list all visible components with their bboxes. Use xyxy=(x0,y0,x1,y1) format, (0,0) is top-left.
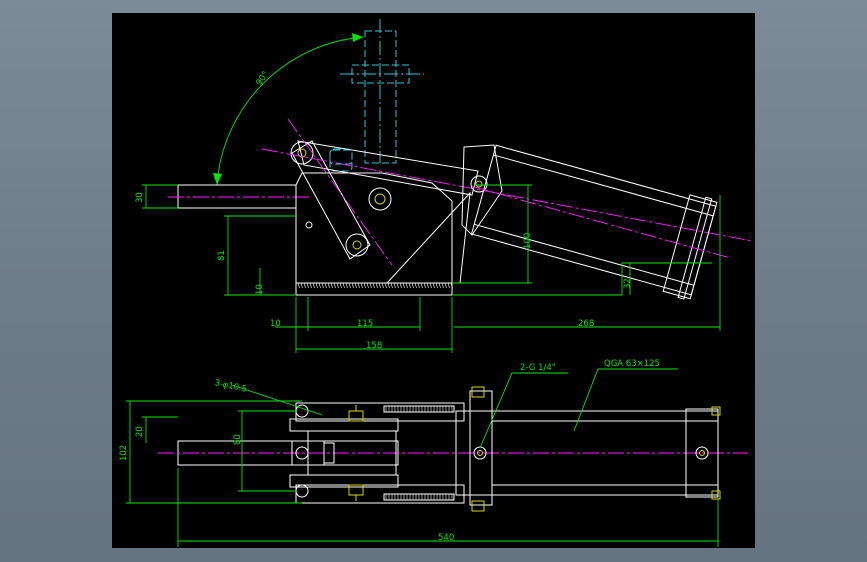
dim-10-horizontal: 10 xyxy=(270,319,281,329)
swing-arc xyxy=(216,36,364,186)
handle-bar xyxy=(177,184,297,209)
link-centerline xyxy=(287,118,393,266)
mount-hole-center xyxy=(295,446,309,460)
top-view-annotations: 3-φ10.5 2-G 1/4" QGA 63×125 102 20 80 54… xyxy=(119,359,719,547)
main-pivot-pin xyxy=(374,193,386,205)
top-plate-lower xyxy=(295,484,465,504)
dim-540: 540 xyxy=(438,533,454,543)
tie-rod-upper xyxy=(711,406,721,416)
slot-hidden xyxy=(329,149,353,165)
raised-arm-outline xyxy=(364,30,397,164)
arc-arrow-top xyxy=(352,33,363,42)
body-hole xyxy=(305,221,313,229)
cylinder-centerline xyxy=(472,185,728,258)
cylinder-port-rear-center xyxy=(699,450,705,456)
callout-holes: 3-φ10.5 xyxy=(213,378,247,395)
cylinder-mount-plate xyxy=(469,390,493,506)
dim-30: 30 xyxy=(135,192,145,203)
dim-115: 115 xyxy=(357,319,373,329)
top-link-pin xyxy=(323,442,335,464)
link-arm xyxy=(291,140,371,260)
side-view: 90° xyxy=(168,19,753,300)
side-view-dimensions: 30 81 10 100 32 10 115 268 158 xyxy=(135,184,721,353)
dim-10-vertical: 10 xyxy=(255,284,265,295)
arc-arrow-bottom xyxy=(213,173,222,185)
clevis-pin-center xyxy=(475,180,483,188)
lower-pivot xyxy=(345,233,369,257)
mount-bolt-upper xyxy=(471,386,485,398)
dim-81: 81 xyxy=(217,250,227,261)
angle-label: 90° xyxy=(254,70,271,88)
tie-rod-lower xyxy=(711,490,721,500)
callout-port: 2-G 1/4" xyxy=(520,363,556,373)
air-cylinder xyxy=(470,144,728,300)
lever-centerline xyxy=(261,148,753,242)
dim-268: 268 xyxy=(578,319,594,329)
lower-pivot-pin xyxy=(352,240,362,250)
base-serration xyxy=(297,282,453,289)
upper-pivot xyxy=(290,141,314,165)
upper-lever xyxy=(297,140,479,196)
cylinder-clevis xyxy=(461,144,503,236)
raised-pad-outline xyxy=(329,148,353,172)
mount-bolt-lower xyxy=(471,500,485,512)
dim-158: 158 xyxy=(366,341,382,351)
raised-handle-outline xyxy=(351,64,410,84)
cad-drawing-viewport[interactable]: 90° xyxy=(112,13,755,548)
dim-100: 100 xyxy=(523,233,533,249)
top-view xyxy=(158,386,748,512)
callout-cylinder: QGA 63×125 xyxy=(604,359,660,369)
cylinder-end-cap-top xyxy=(685,408,719,498)
dim-20: 20 xyxy=(135,426,145,437)
dim-32: 32 xyxy=(623,278,633,289)
clamp-base xyxy=(295,282,453,296)
top-serrations xyxy=(385,406,453,500)
dim-102: 102 xyxy=(119,445,129,461)
cylinder-port-rear xyxy=(695,446,709,460)
body-rib xyxy=(385,191,471,284)
dim-80: 80 xyxy=(233,434,243,445)
cad-drawing-canvas: 90° xyxy=(119,19,753,547)
main-pivot xyxy=(368,187,392,211)
cylinder-pivot-pin xyxy=(477,450,483,456)
clevis-pin xyxy=(470,175,488,193)
